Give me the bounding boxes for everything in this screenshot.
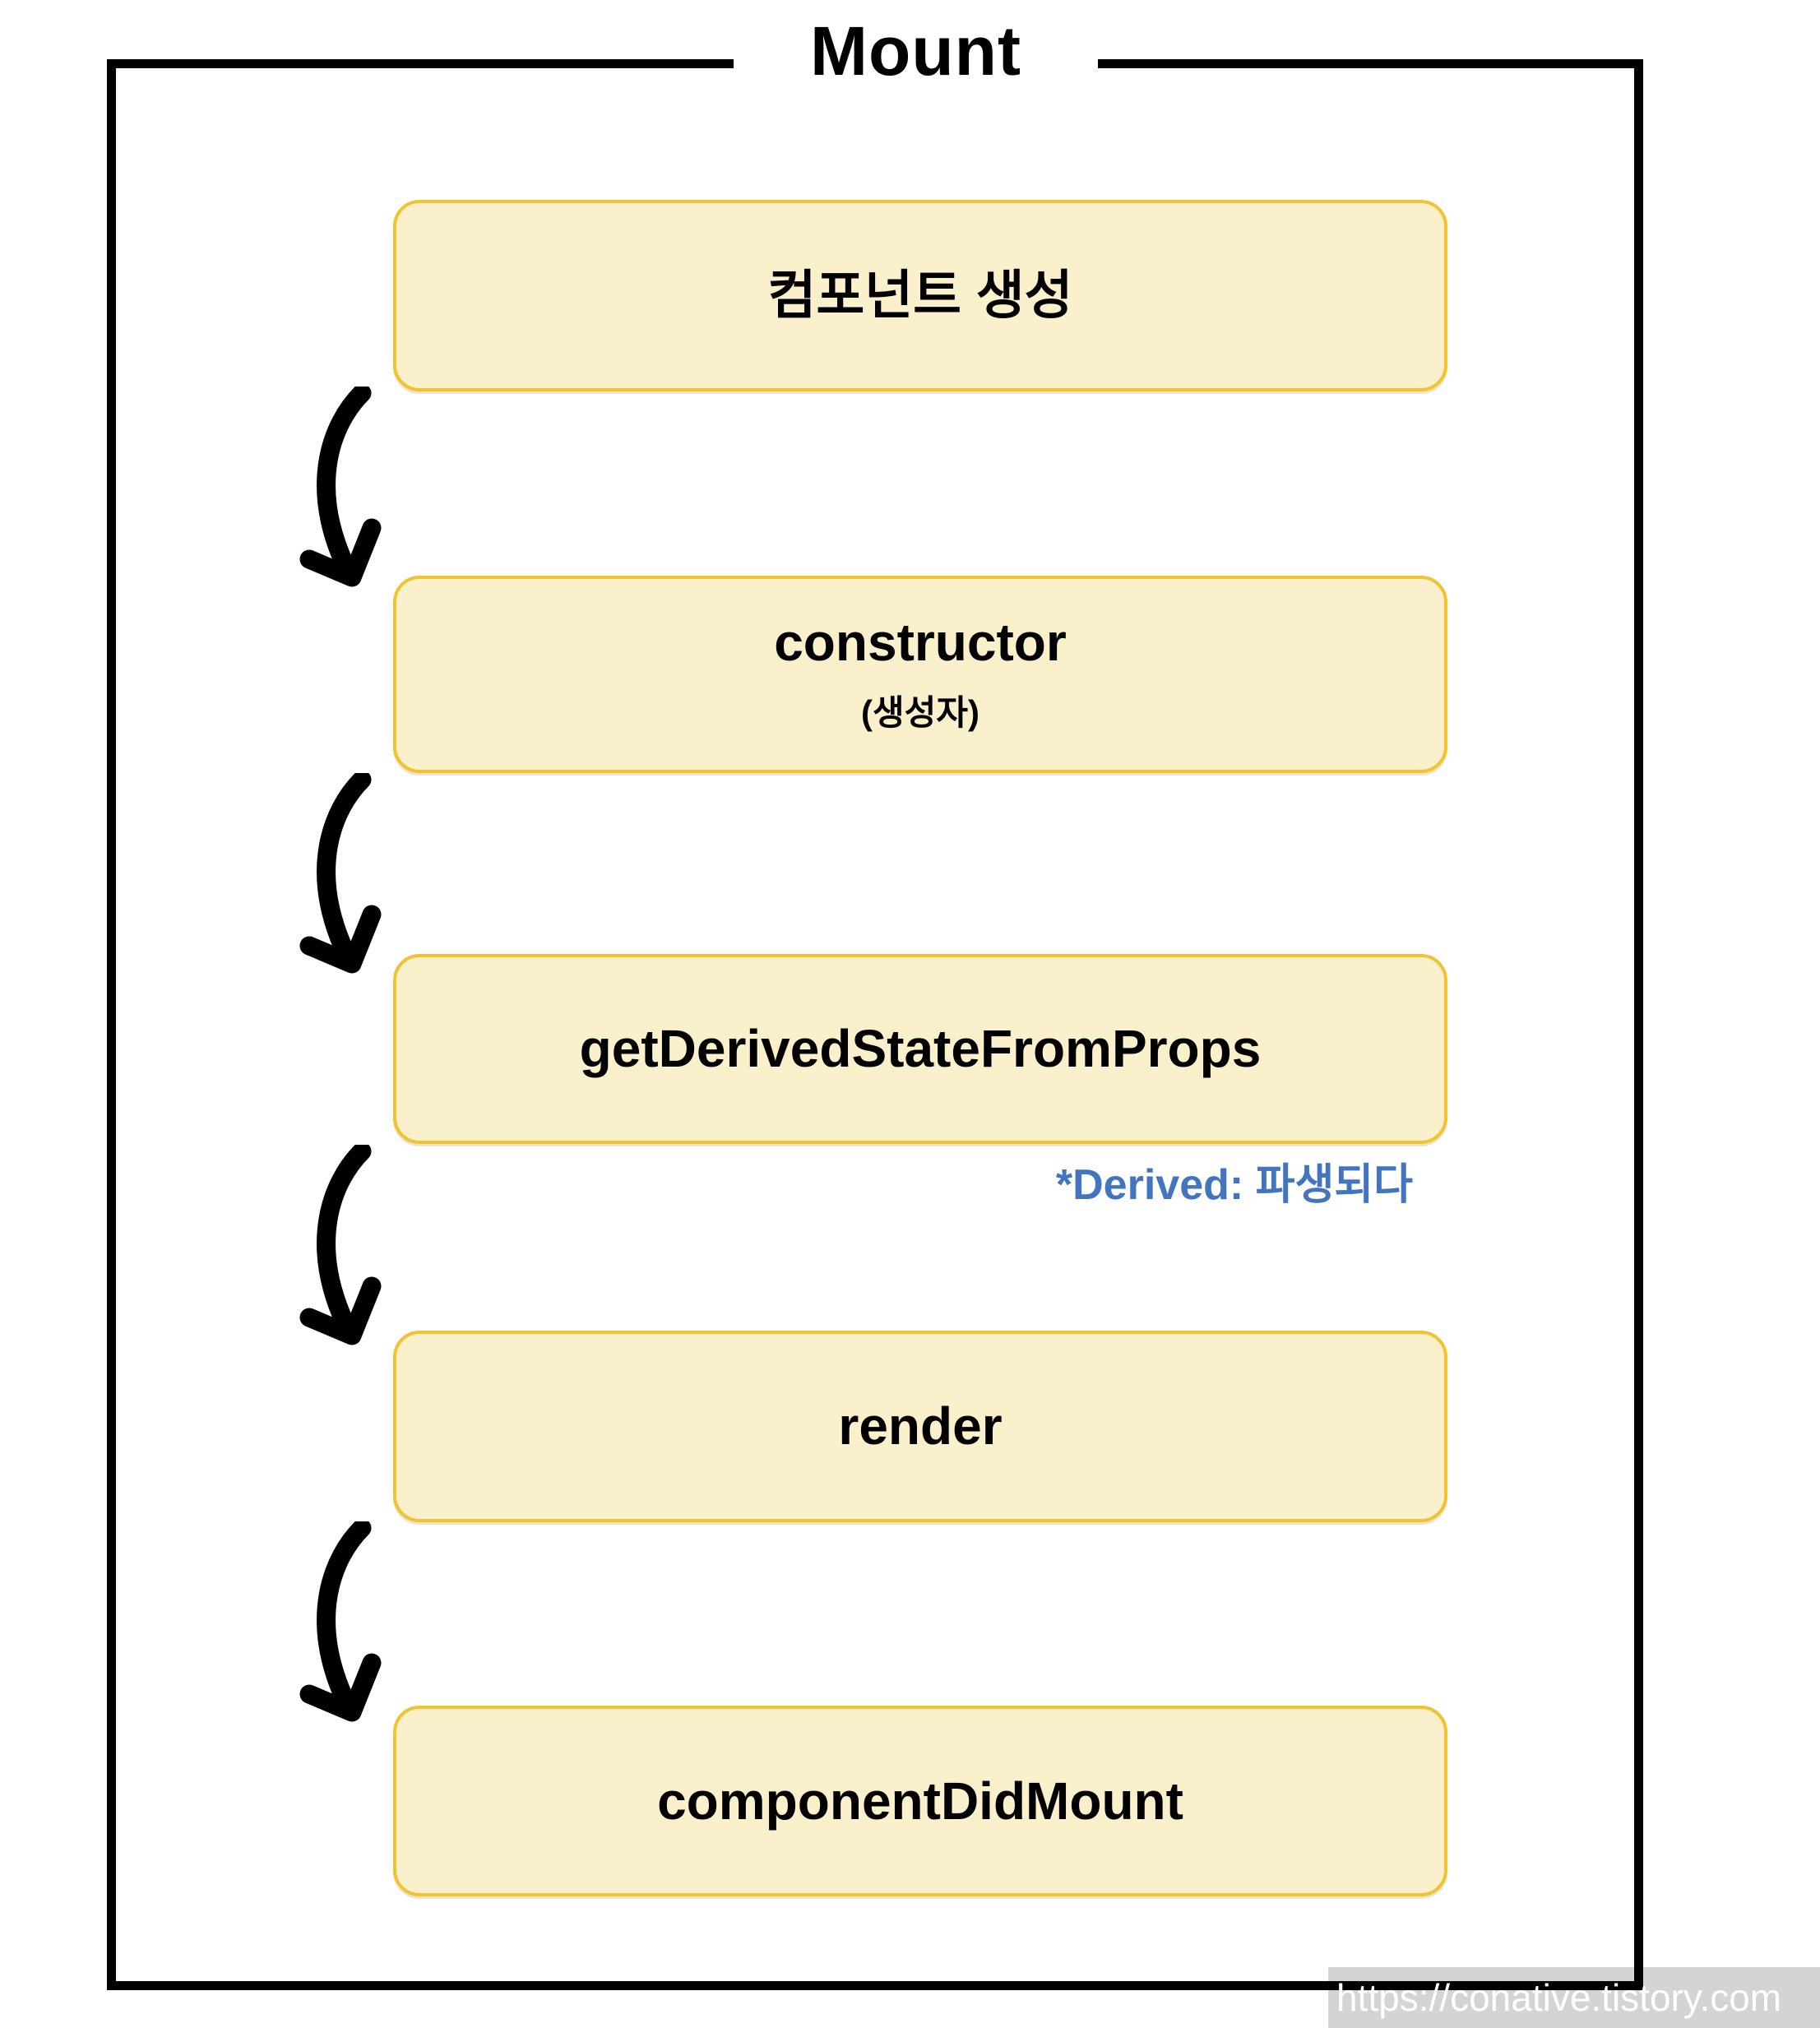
box-constructor: constructor (생성자) [393,576,1447,773]
box-component-did-mount: componentDidMount [393,1706,1447,1896]
box-component-did-mount-label: componentDidMount [657,1771,1183,1831]
box-render-label: render [838,1396,1003,1456]
diagram-title-patch: Mount [734,3,1098,99]
curved-arrow-icon [299,1521,382,1722]
box-component-create-label: 컴포넌트 생성 [767,266,1073,326]
box-constructor-sublabel: (생성자) [861,692,979,732]
box-render: render [393,1331,1447,1522]
box-component-create: 컴포넌트 생성 [393,200,1447,391]
diagram-title: Mount [810,12,1021,90]
box-get-derived-state-from-props-label: getDerivedStateFromProps [579,1019,1262,1079]
curved-arrow-icon [299,773,382,974]
derived-translation-note: *Derived: 파생되다 [1055,1161,1413,1209]
watermark-background [1328,1967,1820,2028]
box-get-derived-state-from-props: getDerivedStateFromProps [393,954,1447,1144]
watermark-url: https://conative.tistory.com [1336,1976,1782,2019]
curved-arrow-icon [299,1145,382,1345]
box-constructor-label: constructor [774,613,1067,673]
curved-arrow-icon [299,387,382,587]
